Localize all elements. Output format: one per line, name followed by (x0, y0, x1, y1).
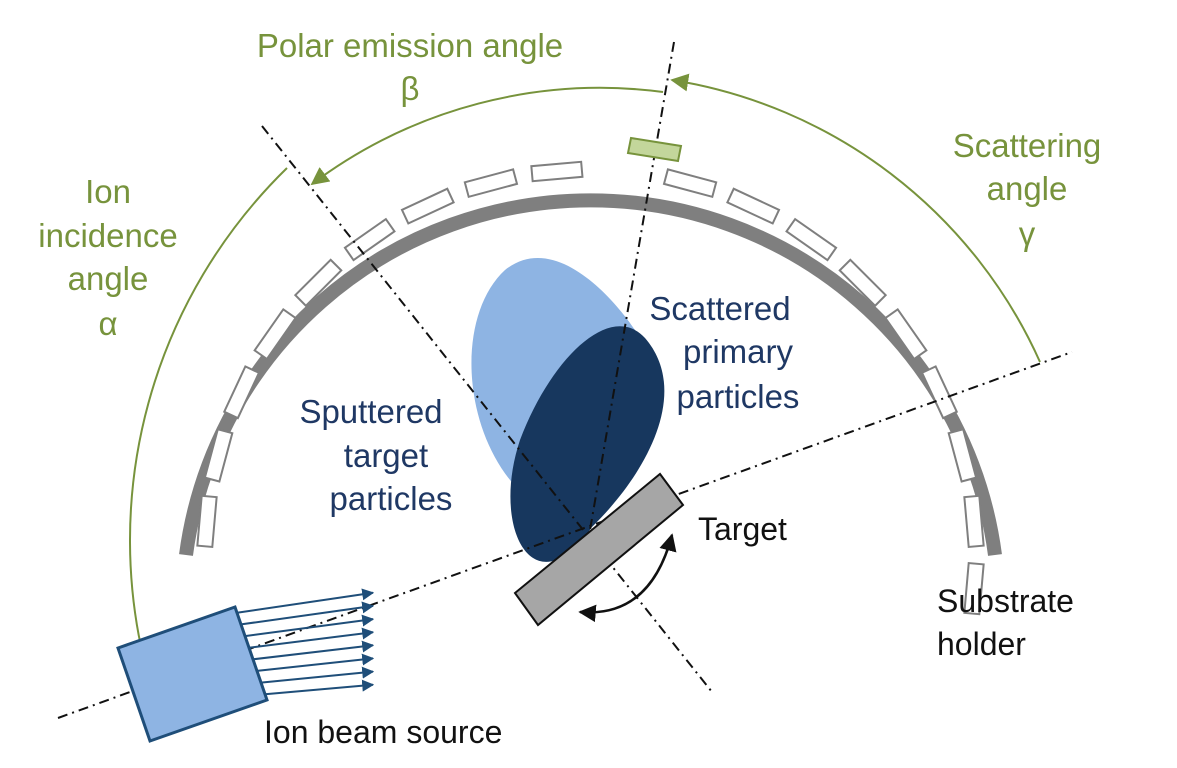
substrate-slot (400, 187, 455, 225)
scattered-particles-lobe (510, 326, 665, 562)
beta-symbol: β (401, 70, 420, 107)
ion-beam-arrow (256, 653, 375, 672)
sputtered-label-line2: target (344, 437, 428, 474)
sputtered-label-line3: particles (330, 480, 453, 517)
ion-beam-arrow (236, 588, 375, 614)
alpha-symbol: α (98, 305, 117, 342)
sputtered-label-line1: Sputtered (299, 393, 442, 430)
emission-direction-axis (589, 41, 675, 531)
substrate-slots (196, 160, 985, 616)
ion-beam-arrows (236, 588, 375, 696)
polar-emission-angle-label: Polar emission angle (257, 27, 563, 64)
substrate-slot (662, 168, 718, 199)
ion-beam-arrow (260, 666, 375, 684)
substrate-slot (947, 428, 978, 483)
scattered-label-line3: particles (677, 378, 800, 415)
substrate-slot (463, 168, 519, 199)
ion-incidence-angle-arc (129, 167, 288, 678)
substrate-slot (196, 494, 218, 549)
polar-emission-angle-arc (310, 86, 664, 186)
substrate-slot (293, 258, 343, 308)
substrate-holder-label-line1: Substrate (937, 583, 1074, 619)
scattering-angle-arc (670, 73, 1041, 363)
ion-beam-source-box (116, 605, 269, 743)
ion-incidence-label-line2: incidence (38, 217, 177, 254)
substrate-slot (963, 561, 985, 616)
target-label: Target (698, 511, 787, 547)
substrate-slot (726, 187, 781, 225)
substrate-slot (884, 308, 928, 361)
ion-incidence-label-line1: Ion (85, 173, 131, 210)
substrate-slot (920, 365, 959, 420)
scattered-label-line2: primary (683, 333, 794, 370)
ion-beam-arrow (264, 679, 375, 696)
highlighted-substrate (626, 136, 683, 163)
rotation-arrow-icon (578, 533, 677, 623)
scattering-angle-label-line1: Scattering (953, 127, 1102, 164)
ion-beam-arrow (244, 614, 375, 638)
substrate-slot (838, 258, 888, 308)
ion-beam-arrow (248, 627, 375, 649)
substrate-slot (253, 308, 297, 361)
substrate-holder-label-line2: holder (937, 626, 1026, 662)
substrate-slot (963, 494, 985, 549)
ion-incidence-label-line3: angle (68, 260, 149, 297)
substrate-slot (785, 217, 838, 262)
ion-beam-source-label: Ion beam source (264, 714, 502, 750)
substrate-slot (222, 365, 261, 420)
ion-beam-arrow (240, 601, 375, 626)
gamma-symbol: γ (1019, 215, 1036, 252)
substrate-slot (203, 428, 234, 483)
scattering-angle-label-line2: angle (987, 170, 1068, 207)
substrate-slot (530, 160, 584, 183)
scattered-label-line1: Scattered (649, 290, 790, 327)
substrate-slot (343, 217, 396, 262)
ion-beam-arrow (252, 640, 375, 661)
